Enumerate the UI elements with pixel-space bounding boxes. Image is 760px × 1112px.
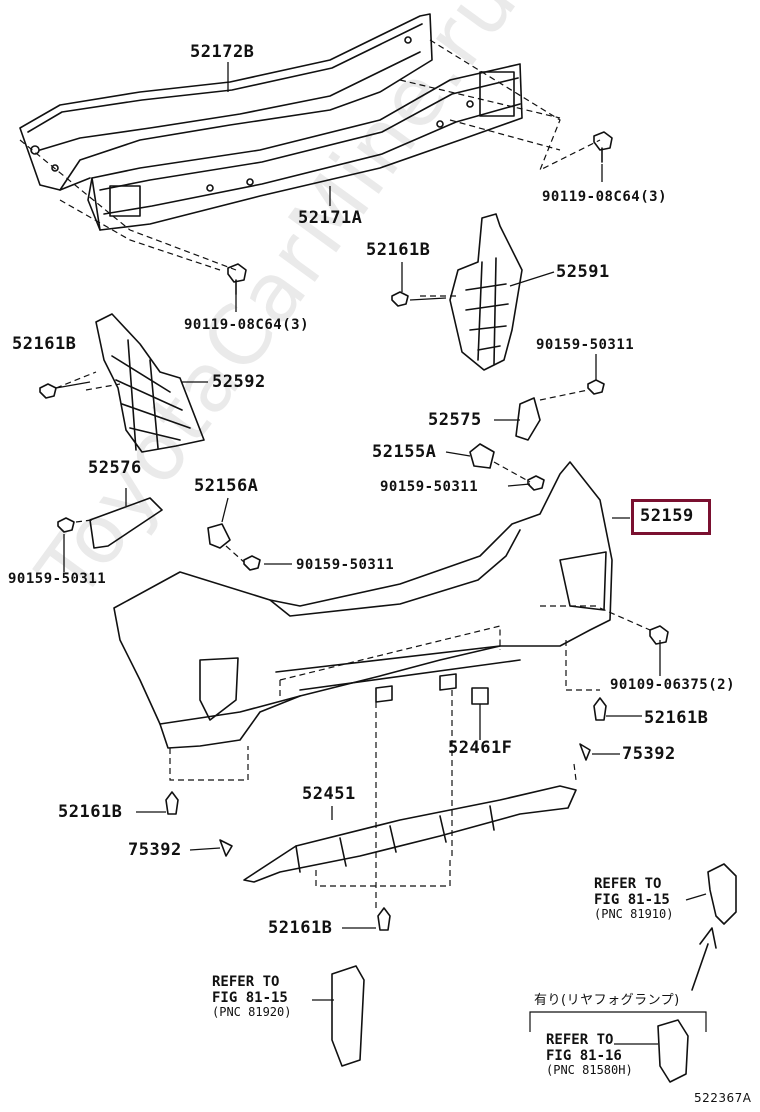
label-90119-mid[interactable]: 90119-08C64(3) <box>184 317 310 333</box>
label-52155A[interactable]: 52155A <box>372 442 437 462</box>
reference-note-81580H[interactable]: REFER TO FIG 81-16 (PNC 81580H) <box>546 1032 633 1078</box>
label-52161B-c[interactable]: 52161B <box>644 708 709 728</box>
ref-line-3: (PNC 81920) <box>212 1005 292 1020</box>
fog-lamp-81580H <box>657 1019 689 1083</box>
ref-line-2: FIG 81-15 <box>594 892 670 909</box>
ref-line-3: (PNC 81910) <box>594 907 674 922</box>
label-52161B-a[interactable]: 52161B <box>366 240 431 260</box>
leader-lines <box>55 62 707 1045</box>
diagram-id: 522367A <box>694 1091 752 1105</box>
reflector-81910 <box>707 863 737 925</box>
side-retainer-52592 <box>95 313 205 453</box>
ref-line-2: FIG 81-15 <box>212 990 288 1007</box>
clip-75392-left <box>219 839 233 857</box>
label-52161B-e[interactable]: 52161B <box>268 918 333 938</box>
dashed-guides <box>19 39 651 910</box>
clip-52161B-bottom <box>377 907 391 931</box>
retainer-52461F <box>471 687 489 705</box>
label-52161B-d[interactable]: 52161B <box>58 802 123 822</box>
bracket-52576 <box>89 497 163 549</box>
label-52461F[interactable]: 52461F <box>448 738 513 758</box>
ref-line-1: REFER TO <box>594 876 662 892</box>
main-beam-52171A <box>87 63 523 231</box>
clip-52161B-right <box>593 697 607 721</box>
reference-note-81920[interactable]: REFER TO FIG 81-15 (PNC 81920) <box>212 974 291 1020</box>
upper-reinforcement-52172B <box>19 13 433 191</box>
note-bracket <box>529 1011 707 1032</box>
reference-note-81910[interactable]: REFER TO FIG 81-15 (PNC 81910) <box>594 876 673 922</box>
label-90119-top[interactable]: 90119-08C64(3) <box>542 189 668 205</box>
label-52592[interactable]: 52592 <box>212 372 266 392</box>
label-52161B-b[interactable]: 52161B <box>12 334 77 354</box>
label-90159-d[interactable]: 90159-50311 <box>8 571 107 587</box>
label-52159[interactable]: 52159 <box>640 506 694 526</box>
bracket-52575 <box>515 397 541 441</box>
side-retainer-52591 <box>449 213 523 371</box>
bumper-cover-52159 <box>113 461 613 749</box>
clip-52155A <box>469 443 495 469</box>
label-75392-b[interactable]: 75392 <box>128 840 182 860</box>
lower-diffuser-52451 <box>243 785 577 883</box>
arrow-line <box>691 943 709 991</box>
arrow-head <box>699 927 717 949</box>
label-52156A[interactable]: 52156A <box>194 476 259 496</box>
label-90109[interactable]: 90109-06375(2) <box>610 677 736 693</box>
label-52591[interactable]: 52591 <box>556 262 610 282</box>
label-90159-c[interactable]: 90159-50311 <box>296 557 395 573</box>
clip-52156A <box>207 523 231 549</box>
label-52575[interactable]: 52575 <box>428 410 482 430</box>
ref-line-2: FIG 81-16 <box>546 1048 622 1065</box>
highlight-box <box>631 499 711 535</box>
label-52576[interactable]: 52576 <box>88 458 142 478</box>
label-90159-a[interactable]: 90159-50311 <box>536 337 635 353</box>
ref-line-1: REFER TO <box>546 1032 614 1048</box>
label-75392-a[interactable]: 75392 <box>622 744 676 764</box>
label-52172B[interactable]: 52172B <box>190 42 255 62</box>
ref-line-1: REFER TO <box>212 974 280 990</box>
label-90159-b[interactable]: 90159-50311 <box>380 479 479 495</box>
clip-75392-right <box>579 743 591 761</box>
label-52171A[interactable]: 52171A <box>298 208 363 228</box>
clip-52161B-left <box>165 791 179 815</box>
label-52451[interactable]: 52451 <box>302 784 356 804</box>
rear-fog-lamp-note: 有り(リヤフォグランプ) <box>534 993 680 1008</box>
reflector-81920 <box>331 965 365 1067</box>
ref-line-3: (PNC 81580H) <box>546 1063 633 1078</box>
